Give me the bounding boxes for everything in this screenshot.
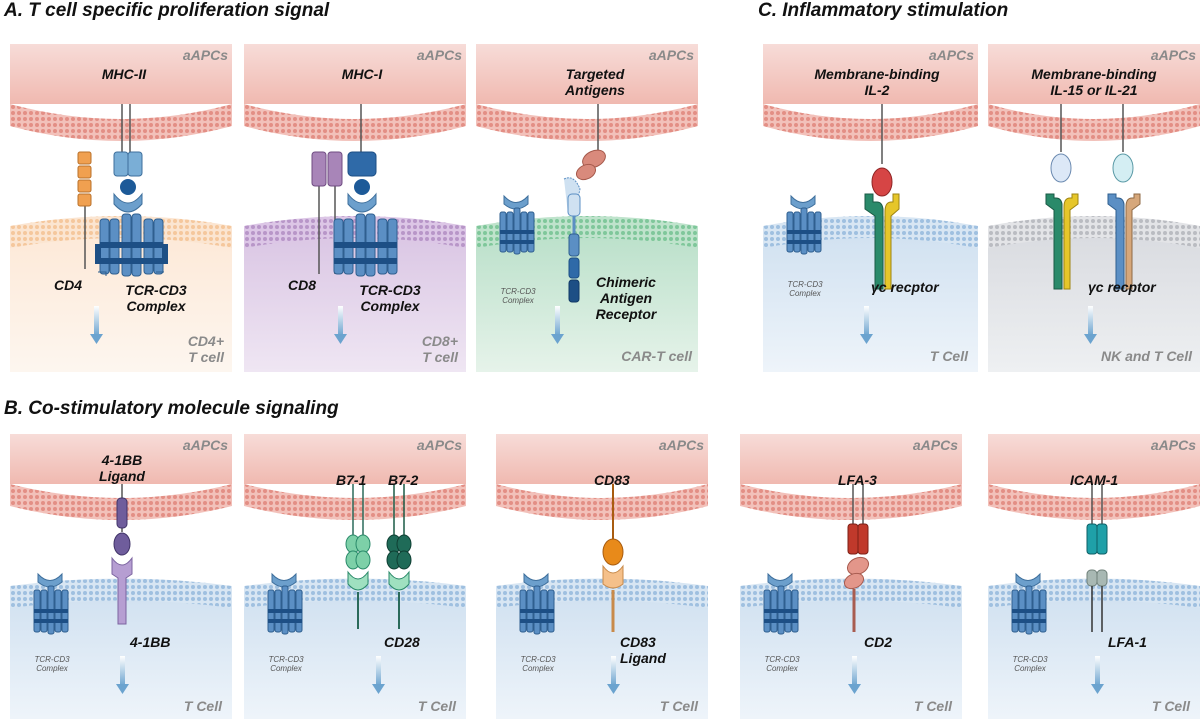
apc-label: aAPCs xyxy=(416,437,462,453)
cd8-t-cell-label: CD8+T cell xyxy=(421,333,458,366)
section-title-b: B. Co-stimulatory molecule signaling xyxy=(4,398,339,419)
panel-b-e-art xyxy=(988,434,1200,719)
apc-label: aAPCs xyxy=(1150,47,1196,63)
apc-label: aAPCs xyxy=(416,47,462,63)
t-cell-label: T Cell xyxy=(417,698,456,714)
t-cell-label: T Cell xyxy=(913,698,952,714)
gamma-c-receptor-label: γc recptor xyxy=(871,279,939,295)
apc-label: aAPCs xyxy=(912,437,958,453)
cd2-label: CD2 xyxy=(864,634,893,650)
panel-c-a-art xyxy=(763,44,978,372)
nk-and-t-cell-label: NK and T Cell xyxy=(1100,348,1192,364)
panel-c-b-art xyxy=(988,44,1200,372)
cd4-label: CD4 xyxy=(54,277,83,293)
cd8-label: CD8 xyxy=(288,277,317,293)
t-cell-label: T Cell xyxy=(183,698,222,714)
icam-1-label: ICAM-1 xyxy=(1070,472,1119,488)
apc-label: aAPCs xyxy=(928,47,974,63)
apc-label: aAPCs xyxy=(1150,437,1196,453)
t-cell-label: T Cell xyxy=(659,698,698,714)
gamma-c-receptor-label: γc recptor xyxy=(1088,279,1156,295)
mhc-ii-label: MHC-II xyxy=(101,66,147,82)
panel-c-b-tag: b xyxy=(988,44,989,45)
panel-a-b-art xyxy=(244,44,466,372)
t-cell-label: T Cell xyxy=(1151,698,1190,714)
apc-label: aAPCs xyxy=(648,47,694,63)
lfa-1-label: LFA-1 xyxy=(1108,634,1147,650)
cd28-label: CD28 xyxy=(384,634,420,650)
apc-label: aAPCs xyxy=(182,47,228,63)
t-cell-label: T Cell xyxy=(929,348,968,364)
panel-b-d-art xyxy=(740,434,962,719)
panel-a-c-art xyxy=(476,44,698,372)
apc-label: aAPCs xyxy=(182,437,228,453)
panel-a-a-art xyxy=(10,44,232,372)
panel-b-b-tag: b xyxy=(244,434,245,435)
mhc-i-label: MHC-I xyxy=(341,66,383,82)
car-t-cell-label: CAR-T cell xyxy=(621,348,692,364)
section-title-c: C. Inflammatory stimulation xyxy=(758,0,1009,21)
panel-a-b-tag: b xyxy=(244,44,245,45)
b7-2-label: B7-2 xyxy=(388,472,419,488)
4-1bb-label: 4-1BB xyxy=(130,634,171,650)
cd83-label: CD83 xyxy=(594,472,630,488)
apc-label: aAPCs xyxy=(658,437,704,453)
panel-b-a-art xyxy=(10,434,232,719)
section-title-a: A. T cell specific proliferation signal xyxy=(4,0,330,21)
cd4-t-cell-label: CD4+T cell xyxy=(187,333,224,366)
panel-b-c-art xyxy=(496,434,708,719)
panel-b-b-art xyxy=(244,434,466,719)
lfa-3-label: LFA-3 xyxy=(838,472,877,488)
b7-1-label: B7-1 xyxy=(336,472,367,488)
